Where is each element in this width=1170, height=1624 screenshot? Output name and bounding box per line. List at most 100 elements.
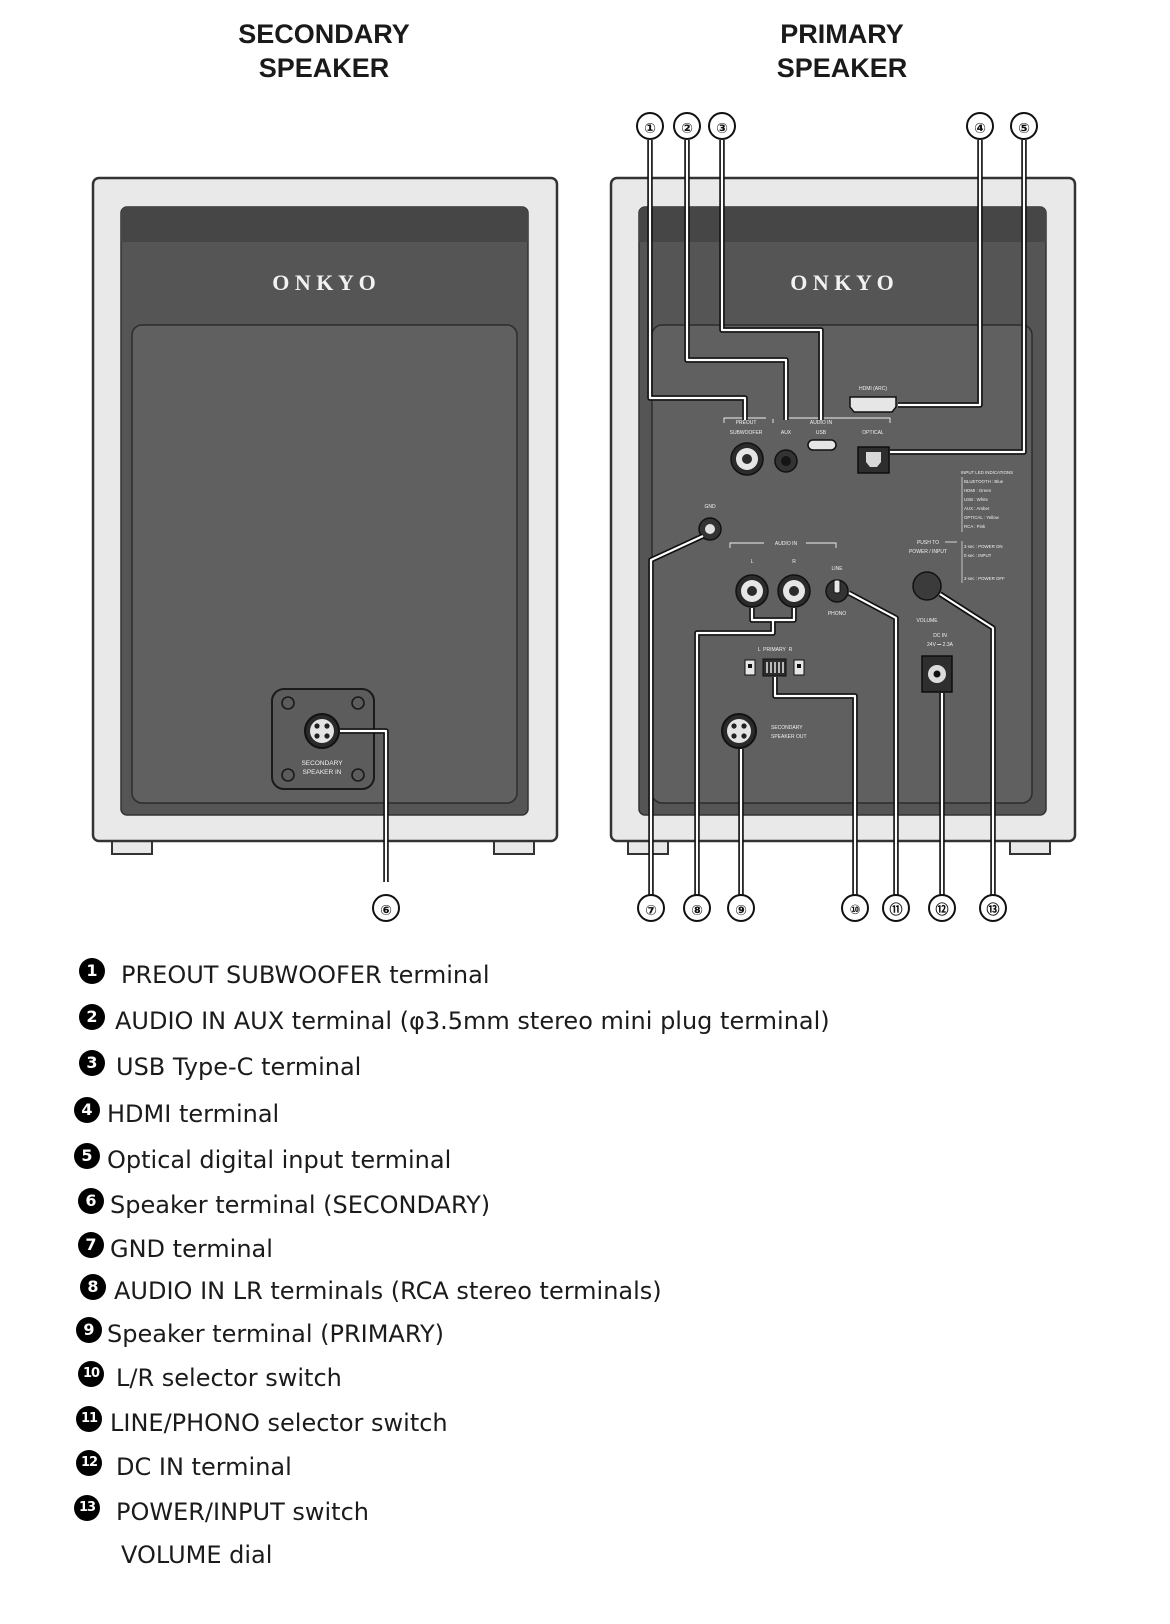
callout-6: ⑥	[372, 894, 400, 922]
legend-number-badge: 7	[78, 1232, 104, 1258]
audio-in-r-terminal	[777, 574, 811, 608]
secondary-speaker-title-line1: SECONDARY	[238, 19, 410, 49]
legend-text: DC IN terminal	[116, 1453, 292, 1481]
label-primary-switch: L PRIMARY R	[758, 647, 793, 653]
svg-text:⑫: ⑫	[935, 902, 948, 918]
svg-text:⑤: ⑤	[1018, 121, 1030, 137]
legend-number-badge: 9	[76, 1317, 102, 1343]
callout-12: ⑫	[928, 894, 956, 922]
callout-1: ①	[636, 112, 664, 140]
legend-number-badge: 10	[78, 1361, 104, 1387]
primary-speaker: O N K Y O PREOUT SUBWOOFER AUX AUDIO IN …	[609, 176, 1077, 855]
led-row: USB : White	[964, 497, 988, 502]
legend-text: AUDIO IN AUX terminal (φ3.5mm stereo min…	[115, 1007, 830, 1035]
callout-5: ⑤	[1010, 112, 1038, 140]
legend-text: GND terminal	[110, 1235, 273, 1263]
legend-number-badge: 3	[79, 1050, 105, 1076]
label-preout: PREOUT	[736, 420, 757, 426]
legend-text: L/R selector switch	[116, 1364, 342, 1392]
legend-number-badge: 8	[80, 1274, 106, 1300]
callout-11: ⑪	[882, 894, 910, 922]
label-hdmi-arc: HDMI (ARC)	[859, 386, 887, 392]
lr-selector-switch	[744, 658, 805, 677]
optical-terminal	[857, 446, 890, 474]
legend-text: Speaker terminal (SECONDARY)	[110, 1191, 491, 1219]
legend-number-badge: 13	[74, 1495, 100, 1521]
speaker-rear-panel-diagram: SECONDARY SPEAKER PRIMARY SPEAKER O N K …	[91, 19, 1077, 922]
svg-text:⑨: ⑨	[735, 903, 747, 919]
callout-10: ⑩	[841, 894, 869, 922]
legend-text: HDMI terminal	[107, 1100, 280, 1128]
gnd-terminal	[698, 517, 722, 541]
svg-text:⑦: ⑦	[645, 903, 657, 919]
volume-knob	[912, 571, 942, 601]
hdmi-terminal	[849, 396, 897, 413]
callout-7: ⑦	[637, 894, 665, 922]
svg-text:①: ①	[644, 121, 656, 137]
secondary-speaker-in-label-2: SPEAKER IN	[302, 769, 341, 776]
svg-text:②: ②	[681, 121, 693, 137]
leader-lines	[340, 140, 1027, 895]
legend-text: Optical digital input terminal	[107, 1146, 452, 1174]
svg-text:⑪: ⑪	[889, 902, 902, 918]
callout-4: ④	[966, 112, 994, 140]
label-l: L	[751, 559, 754, 565]
led-row: BLUETOOTH : Blue	[964, 479, 1004, 484]
svg-text:③: ③	[716, 121, 728, 137]
led-row: AUX : Amber	[964, 506, 990, 511]
press-row: 3 sec : POWER ON	[964, 544, 1003, 549]
label-dc-in-2: 24V ⎓ 2.3A	[927, 642, 954, 648]
usb-c-terminal	[807, 439, 837, 451]
legend-text: POWER/INPUT switch	[116, 1498, 369, 1526]
secondary-speaker-in-label-1: SECONDARY	[301, 760, 343, 767]
legend-text: LINE/PHONO selector switch	[110, 1409, 448, 1437]
preout-subwoofer-terminal	[730, 442, 764, 476]
callout-numbers: ① ② ③ ④ ⑤ ⑥ ⑦ ⑧ ⑨ ⑩ ⑪ ⑫ ⑬	[372, 112, 1038, 922]
press-row: 0 sec : INPUT	[964, 553, 992, 558]
callout-3: ③	[708, 112, 736, 140]
aux-terminal	[774, 449, 798, 473]
legend-number-badge: 5	[74, 1143, 100, 1169]
svg-text:⑩: ⑩	[849, 903, 860, 918]
legend-number-badge: 4	[74, 1097, 100, 1123]
input-led-indications: INPUT LED INDICATIONS BLUETOOTH : Blue H…	[961, 470, 1013, 583]
svg-text:④: ④	[974, 121, 986, 137]
label-secondary-speaker-out-2: SPEAKER OUT	[771, 734, 807, 740]
callout-2: ②	[673, 112, 701, 140]
secondary-speaker-title-line2: SPEAKER	[259, 53, 390, 83]
primary-speaker-title-line1: PRIMARY	[780, 19, 904, 49]
line-phono-switch	[825, 579, 849, 603]
secondary-speaker-in-terminal: SECONDARY SPEAKER IN	[271, 688, 375, 790]
led-row: RCA : Pink	[964, 524, 986, 529]
audio-in-l-terminal	[735, 574, 769, 608]
callout-8: ⑧	[683, 894, 711, 922]
legend-number-badge: 12	[76, 1450, 102, 1476]
legend-number-badge: 11	[76, 1406, 102, 1432]
press-row: 3 sec : POWER OFF	[964, 576, 1005, 581]
legend-text: AUDIO IN LR terminals (RCA stereo termin…	[114, 1277, 662, 1305]
secondary-speaker: O N K Y O SECONDARY SPEAKER IN	[91, 176, 559, 855]
label-audio-in-top: AUDIO IN	[810, 420, 833, 426]
svg-text:⑬: ⑬	[986, 902, 999, 918]
primary-speaker-title-line2: SPEAKER	[777, 53, 908, 83]
led-row: OPTICAL : Yellow	[964, 515, 1000, 520]
primary-onkyo-logo: O N K Y O	[790, 270, 893, 295]
dc-in-terminal	[921, 655, 953, 693]
led-table-title: INPUT LED INDICATIONS	[961, 470, 1013, 475]
label-volume: VOLUME	[916, 618, 938, 624]
secondary-speaker-out-terminal	[721, 713, 757, 749]
label-usb: USB	[816, 430, 827, 436]
led-row: HDMI : Green	[964, 488, 992, 493]
label-push-to-2: POWER / INPUT	[909, 549, 947, 555]
label-secondary-speaker-out-1: SECONDARY	[771, 725, 803, 731]
label-subwoofer: SUBWOOFER	[730, 430, 763, 436]
callout-9: ⑨	[727, 894, 755, 922]
label-phono: PHONO	[828, 611, 846, 617]
svg-text:⑥: ⑥	[380, 903, 392, 919]
legend-text: PREOUT SUBWOOFER terminal	[121, 961, 490, 989]
label-aux: AUX	[781, 430, 792, 436]
label-line: LINE	[831, 566, 843, 572]
label-gnd: GND	[704, 504, 716, 510]
legend-text: Speaker terminal (PRIMARY)	[107, 1320, 445, 1348]
legend-text: USB Type-C terminal	[116, 1053, 362, 1081]
